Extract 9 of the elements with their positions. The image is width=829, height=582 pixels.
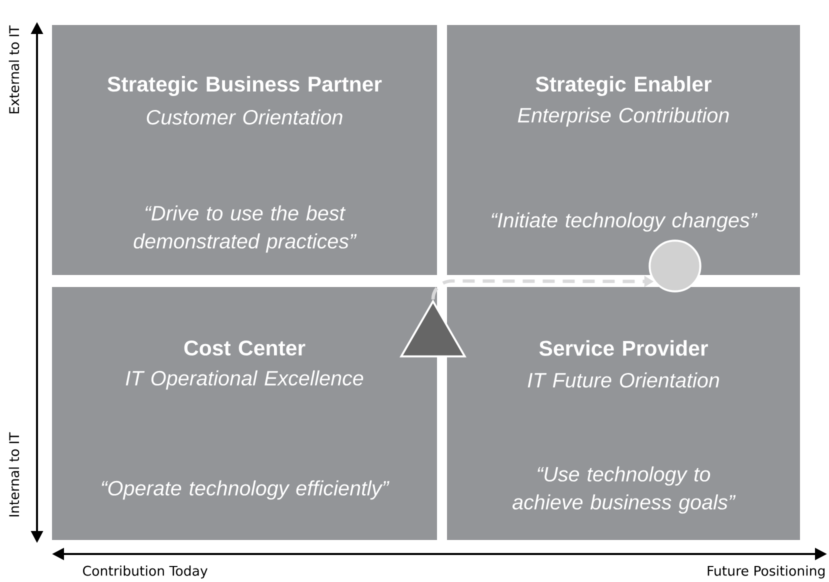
circle-marker — [648, 240, 702, 292]
axis-label: External to IT — [8, 25, 20, 114]
axis-label: Internal to IT — [8, 432, 20, 516]
quadrant-panel: Strategic Enabler Enterprise Contribution “Initiate technology changes” — [447, 25, 800, 275]
quadrant-panel: Strategic Business Partner Customer Orientation “Drive to use the best demonstrated practices” — [52, 25, 437, 275]
axis-label: Future Positioning — [708, 566, 825, 578]
quadrant-panel: Service Provider IT Future Orientation “Use technology to achieve business goals” — [447, 287, 800, 540]
quadrant-panel: Cost Center IT Operational Excellence “Operate technology efficiently” — [52, 287, 437, 540]
axis-label: Contribution Today — [83, 566, 208, 578]
